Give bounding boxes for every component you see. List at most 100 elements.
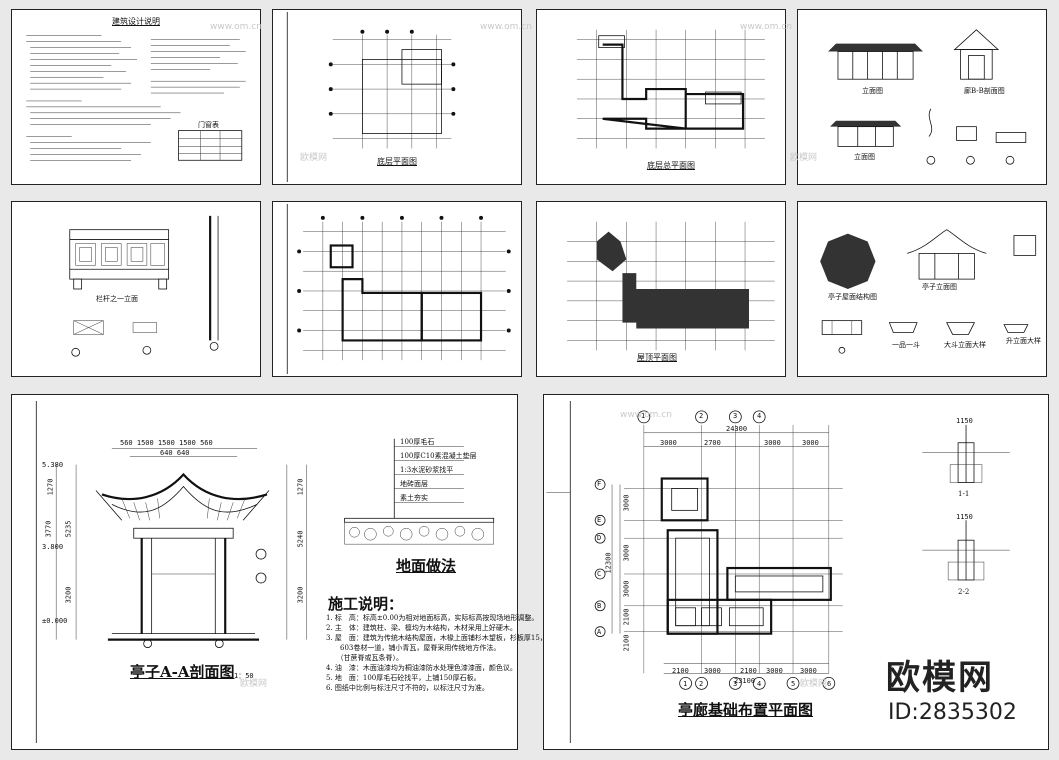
axis-bottom-6: 6 [827, 680, 832, 688]
axis-row-b: B [597, 602, 602, 610]
sheet-grid-plan [272, 201, 522, 377]
construction-notes-title: 施工说明： [328, 595, 404, 613]
detail-mark-2: 1150 [956, 513, 973, 521]
grid-plan-drawing [286, 203, 511, 375]
note-item: （甘蔗脊或瓦条脊）。 [326, 654, 403, 662]
section-left-dim-2: 3770 [44, 520, 53, 538]
sheet-pavilion-details: 亭子屋面结构图 亭子立面图 一品一斗 大斗立面大样 升立面大样 [797, 201, 1047, 377]
foundation-top-dim-2: 2700 [704, 439, 721, 447]
foundation-bottom-dim-5: 3000 [800, 667, 817, 675]
axis-bottom-2: 2 [699, 680, 704, 688]
door-window-table-title: 门窗表 [198, 121, 219, 129]
section-left-dim-4: 3200 [64, 586, 73, 604]
section-right-dim-2: 5240 [296, 530, 305, 548]
ground-floor-plan-title: 底层平面图 [377, 157, 417, 166]
floor-layer-4: 地砖面层 [400, 480, 428, 488]
section-aa-scale: 1：50 [234, 672, 254, 680]
foundation-left-dim-4: 2100 [622, 608, 631, 626]
roof-plan-title: 屋顶平面图 [637, 353, 677, 362]
floor-layer-3: 1:3水泥砂浆找平 [400, 466, 454, 474]
section-label-1-1: 1-1 [958, 490, 970, 498]
foundation-top-total: 24300 [726, 425, 748, 433]
sheet-design-notes: 建筑设计说明 门窗表 [11, 9, 261, 185]
railing-title: 栏杆之一立面 [96, 295, 138, 303]
foundation-left-dim-3: 3000 [622, 580, 631, 598]
design-notes-drawing [26, 35, 246, 161]
section-aa-drawing [35, 400, 495, 744]
floor-layer-2: 100厚C10素混凝土垫层 [400, 452, 477, 460]
section-left-dim-1: 1270 [46, 478, 55, 496]
axis-col-1: 1 [641, 412, 646, 420]
roof-frame-title: 亭子屋面结构图 [828, 293, 877, 301]
sheet-ground-floor-plan: 底层平面图 [272, 9, 522, 185]
foundation-top-dim-3: 3000 [764, 439, 781, 447]
pavilion-elev-title: 亭子立面图 [922, 283, 957, 291]
floor-layer-1: 100厚毛石 [400, 438, 435, 446]
elevations-drawing [828, 29, 1027, 165]
foundation-left-dim-1: 3000 [622, 494, 631, 512]
note-item: 4. 油 漆：木面油漆均为桐油漆防水处理色漆漆面，颜色议。 [326, 664, 517, 672]
sheet-elevations: 立面图 廊B-B剖面图 立面图 [797, 9, 1047, 185]
design-notes-title: 建筑设计说明 [112, 17, 160, 26]
axis-row-a: A [597, 628, 602, 636]
elevation1-title: 立面图 [862, 87, 883, 95]
axis-bottom-5: 5 [791, 680, 796, 688]
construction-notes-list: 1. 标 高：标高±0.00为相对地面标高，实际标高按现场地形调整。 2. 主 … [326, 613, 547, 693]
elevation2-title: 立面图 [854, 153, 875, 161]
axis-row-d: D [597, 534, 602, 542]
axis-bottom-3: 3 [733, 680, 738, 688]
foundation-plan-drawing [546, 400, 1010, 744]
sheet-ground-layout-plan: 底层总平面图 [536, 9, 786, 185]
note-item: 1. 标 高：标高±0.00为相对地面标高，实际标高按现场地形调整。 [326, 614, 539, 622]
detail-mark-1: 1150 [956, 417, 973, 425]
axis-bottom-1: 1 [683, 680, 688, 688]
axis-bottom-4: 4 [757, 680, 762, 688]
note-item: 603卷材一道，铺小青瓦，屋脊采用传统地方作法。 [326, 644, 501, 652]
section-aa-title: 亭子A-A剖面图 [130, 663, 235, 681]
railing-drawing [69, 215, 219, 357]
ground-layout-plan-drawing [576, 29, 765, 149]
section-left-dim-3: 5235 [64, 520, 73, 538]
pavilion-details-drawing [820, 229, 1037, 354]
section-label-2-2: 2-2 [958, 588, 970, 596]
roof-plan-drawing [567, 221, 775, 351]
axis-col-4: 4 [757, 412, 762, 420]
foundation-plan-title: 亭廊基础布置平面图 [678, 701, 814, 719]
detail3-title: 升立面大样 [1006, 337, 1041, 345]
detail2-title: 大斗立面大样 [944, 341, 986, 349]
floor-layer-5: 素土夯实 [400, 494, 428, 502]
axis-row-e: E [597, 516, 602, 524]
note-item: 5. 地 面：100厚毛石砼找平，上铺150厚石板。 [326, 674, 481, 682]
section-elev-top: 5.380 [42, 461, 64, 469]
section-right-dim-1: 1270 [296, 478, 305, 496]
foundation-top-dim-4: 3000 [802, 439, 819, 447]
axis-row-c: C [597, 570, 602, 578]
section-elev-base: ±0.000 [42, 617, 68, 625]
foundation-left-dim-5: 2100 [622, 634, 631, 652]
sheet-section-aa: 560 1500 1500 1500 560 640 640 1270 3770… [11, 394, 547, 750]
section-top-dims: 560 1500 1500 1500 560 [120, 439, 213, 447]
section-right-dim-3: 3200 [296, 586, 305, 604]
foundation-bottom-total: 23100 [734, 677, 756, 685]
ground-layout-plan-title: 底层总平面图 [647, 161, 695, 170]
foundation-bottom-dim-2: 3000 [704, 667, 721, 675]
sheet-roof-plan: 屋顶平面图 [536, 201, 786, 377]
note-item: 6. 图纸中比例与标注尺寸不符的，以标注尺寸为准。 [326, 684, 489, 692]
foundation-bottom-dim-3: 2100 [740, 667, 757, 675]
section-elev-mid: 3.800 [42, 543, 64, 551]
brand-id: ID:2835302 [888, 700, 1017, 725]
brand-logo: 欧模网 [886, 658, 994, 698]
axis-row-f: F [597, 480, 602, 488]
foundation-top-dim-1: 3000 [660, 439, 677, 447]
floor-method-title: 地面做法 [396, 557, 457, 575]
axis-col-3: 3 [733, 412, 738, 420]
section-bb-title: 廊B-B剖面图 [964, 87, 1005, 95]
sheet-foundation-plan: 24300 3000 2700 3000 3000 2100 3000 2100… [543, 394, 1049, 750]
note-item: 3. 屋 面：建筑为传统木结构屋面，木椽上面铺杉木望板，杉板厚15， [326, 634, 547, 642]
axis-col-2: 2 [699, 412, 704, 420]
sheet-railing: 栏杆之一立面 [11, 201, 261, 377]
foundation-bottom-dim-4: 3000 [766, 667, 783, 675]
detail1-title: 一品一斗 [892, 341, 920, 349]
foundation-bottom-dim-1: 2100 [672, 667, 689, 675]
section-top-dims2: 640 640 [160, 449, 190, 457]
